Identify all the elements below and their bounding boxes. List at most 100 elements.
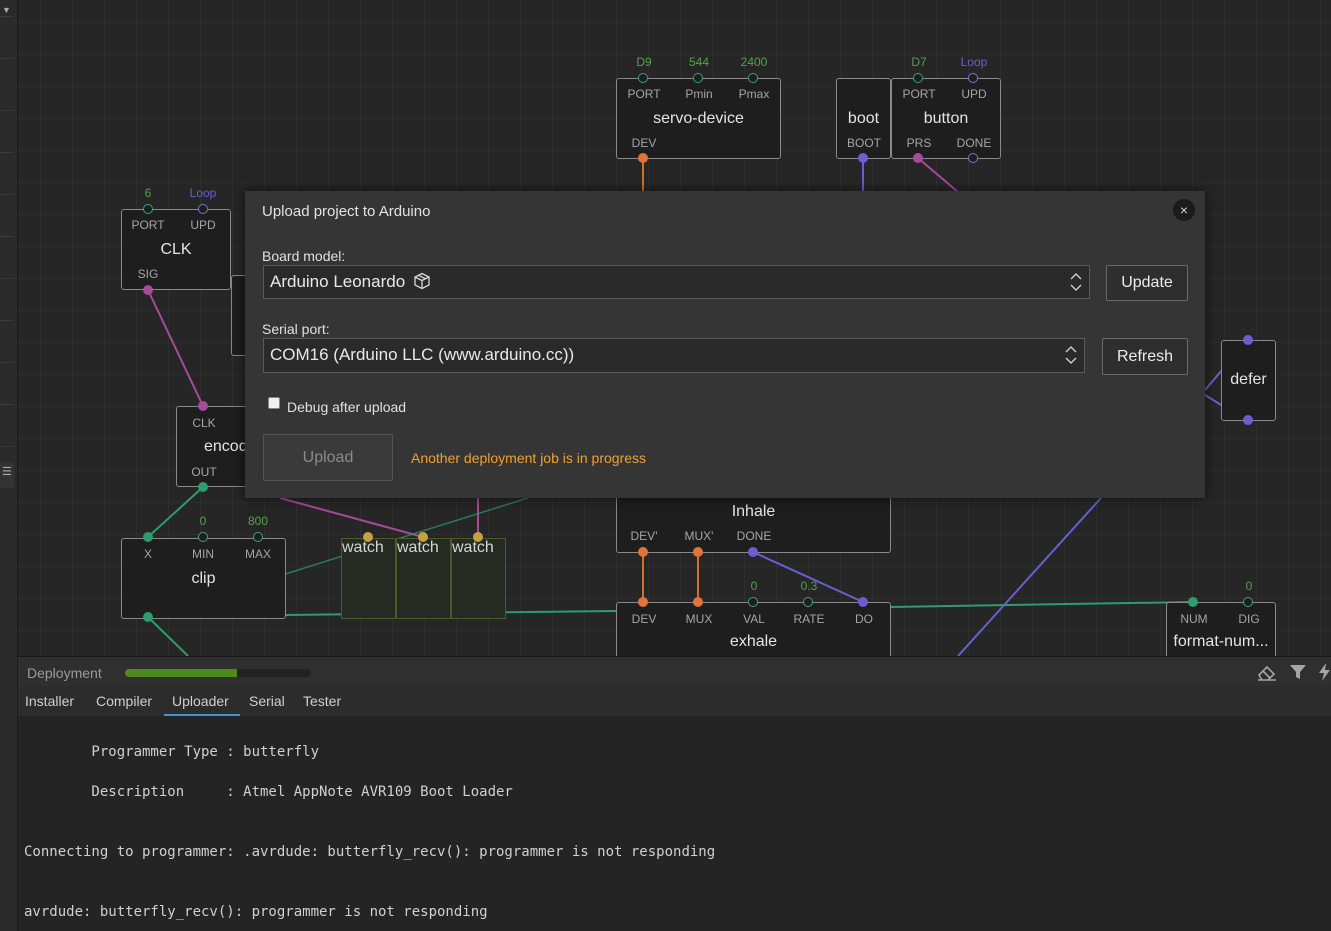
board-model-select[interactable]: Arduino Leonardo [263, 265, 1090, 299]
pin-prs[interactable] [913, 153, 923, 163]
console-line: Connecting to programmer: .avrdude: butt… [24, 844, 716, 860]
tab-compiler[interactable]: Compiler [96, 693, 153, 709]
pin-sig[interactable] [143, 285, 153, 295]
pin-in[interactable] [363, 532, 373, 542]
node-watch[interactable]: watch [451, 538, 506, 619]
node-title: watch [397, 539, 439, 556]
pin-in[interactable] [1243, 335, 1253, 345]
sidebar-segment[interactable] [0, 238, 14, 279]
sidebar-segment[interactable] [0, 196, 14, 237]
link-wire [279, 497, 424, 538]
pin-dev[interactable] [638, 153, 648, 163]
node-watch[interactable]: watch [341, 538, 396, 619]
cube-icon [414, 272, 430, 290]
pin-label: CLK [192, 416, 216, 430]
pin-value: 544 [688, 55, 710, 69]
pin-label: PORT [131, 218, 165, 232]
link-wire [889, 601, 1194, 608]
close-icon[interactable]: × [1173, 199, 1195, 221]
sidebar-segment[interactable] [0, 20, 14, 59]
pin-mux[interactable] [693, 597, 703, 607]
pin-dev-out[interactable] [638, 547, 648, 557]
pin-min[interactable] [198, 532, 208, 542]
filter-icon[interactable] [1289, 663, 1307, 681]
refresh-button[interactable]: Refresh [1102, 338, 1188, 375]
pin-dig[interactable] [1243, 597, 1253, 607]
pin-upd[interactable] [198, 204, 208, 214]
tab-serial[interactable]: Serial [249, 693, 285, 709]
pin-out[interactable] [198, 482, 208, 492]
pin-label: X [143, 547, 152, 561]
menu-icon[interactable]: ☰ [0, 462, 14, 488]
pin-clk[interactable] [198, 401, 208, 411]
pin-value: 800 [247, 514, 269, 528]
pin-in[interactable] [473, 532, 483, 542]
pin-max[interactable] [253, 532, 263, 542]
node-boot[interactable]: boot [836, 78, 891, 159]
pin-done[interactable] [968, 153, 978, 163]
tab-installer[interactable]: Installer [25, 693, 75, 709]
pin-upd[interactable] [968, 73, 978, 83]
pin-mux-out[interactable] [693, 547, 703, 557]
pin-label: SIG [137, 267, 159, 281]
pin-out[interactable] [143, 612, 153, 622]
link-wire [957, 497, 1102, 656]
pin-do[interactable] [858, 597, 868, 607]
pin-x[interactable] [143, 532, 153, 542]
pin-done[interactable] [748, 547, 758, 557]
upload-button[interactable]: Upload [263, 434, 393, 481]
node-format-number[interactable]: format-num... [1166, 602, 1276, 656]
pin-pmin[interactable] [693, 73, 703, 83]
pin-dev[interactable] [638, 597, 648, 607]
node-title: boot [847, 110, 880, 127]
debug-checkbox[interactable] [268, 397, 280, 409]
node-button[interactable]: button [891, 78, 1001, 159]
sidebar-segment[interactable] [0, 406, 14, 447]
node-defer[interactable]: defer [1221, 340, 1276, 421]
status-message: Another deployment job is in progress [411, 450, 647, 466]
pin-label: MUX' [684, 529, 714, 543]
link-wire [147, 289, 204, 407]
sidebar-segment[interactable] [0, 154, 14, 195]
pin-label: RATE [793, 612, 825, 626]
update-button[interactable]: Update [1106, 265, 1188, 301]
serial-port-value: COM16 (Arduino LLC (www.arduino.cc)) [270, 345, 575, 364]
node-clip[interactable]: clip [121, 538, 286, 619]
tab-tester[interactable]: Tester [303, 693, 342, 709]
node-title: defer [1230, 371, 1267, 388]
eraser-icon[interactable] [1256, 663, 1278, 681]
node-exhale[interactable]: exhale [616, 602, 891, 656]
pin-in[interactable] [418, 532, 428, 542]
pin-rate[interactable] [803, 597, 813, 607]
serial-port-select[interactable]: COM16 (Arduino LLC (www.arduino.cc)) [263, 338, 1085, 373]
node-watch[interactable]: watch [396, 538, 451, 619]
pin-pmax[interactable] [748, 73, 758, 83]
debug-checkbox-label: Debug after upload [287, 399, 407, 415]
sidebar-segment[interactable] [0, 364, 14, 405]
node-title: encod [204, 438, 248, 455]
console-output[interactable]: Programmer Type : butterfly Description … [18, 716, 1331, 931]
pin-boot[interactable] [858, 153, 868, 163]
pin-val[interactable] [748, 597, 758, 607]
node-title: watch [452, 539, 494, 556]
pin-out[interactable] [1243, 415, 1253, 425]
collapse-toggle[interactable]: ▼ [0, 0, 14, 17]
console-line: Programmer Type : butterfly [24, 744, 320, 760]
sidebar-segment[interactable] [0, 322, 14, 363]
node-clk[interactable]: CLK [121, 209, 231, 290]
pin-port[interactable] [913, 73, 923, 83]
sidebar-segment[interactable] [0, 60, 14, 111]
sidebar-segment[interactable] [0, 112, 14, 153]
pin-value: D9 [636, 55, 652, 69]
pin-label: DO [855, 612, 873, 626]
pin-num[interactable] [1188, 597, 1198, 607]
pin-value: 2400 [740, 55, 768, 69]
pin-port[interactable] [143, 204, 153, 214]
pin-port[interactable] [638, 73, 648, 83]
pin-label: PORT [627, 87, 661, 101]
sidebar-segment[interactable] [0, 280, 14, 321]
tab-uploader[interactable]: Uploader [172, 693, 229, 709]
flash-icon[interactable] [1318, 663, 1331, 681]
node-title: clip [191, 570, 216, 587]
active-tab-indicator [164, 714, 240, 716]
